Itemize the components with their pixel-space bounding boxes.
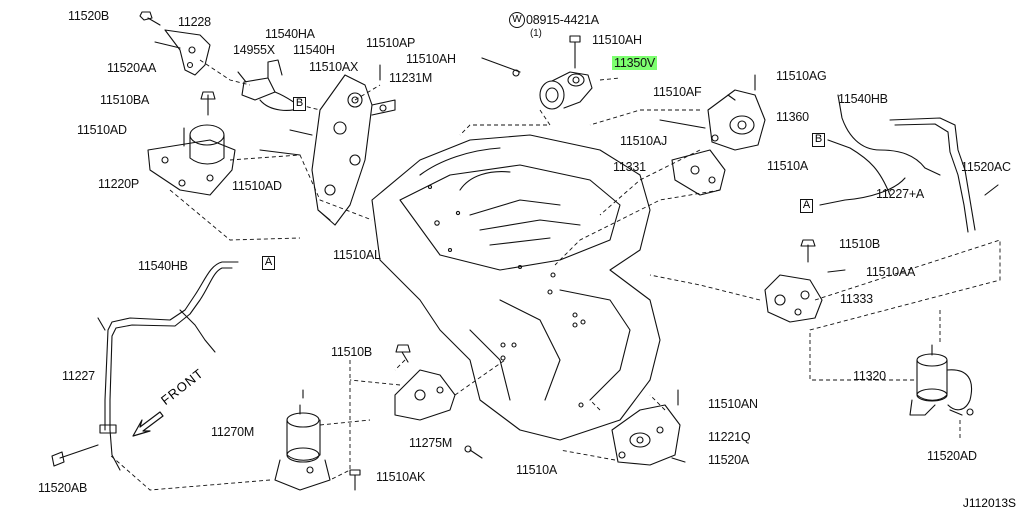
label-11221q: 11221Q — [708, 430, 751, 444]
label-11227-plus-a: 11227+A — [876, 187, 925, 201]
label-11510ag: 11510AG — [776, 69, 827, 83]
ref-box-a-right: A — [800, 199, 813, 213]
diagram-code: J112013S — [962, 496, 1016, 510]
ref-box-b-top: B — [293, 97, 306, 111]
label-11510an: 11510AN — [708, 397, 758, 411]
label-11520ab: 11520AB — [38, 481, 88, 495]
label-11220p: 11220P — [98, 177, 139, 191]
label-11520a: 11520A — [708, 453, 749, 467]
label-11510al: 11510AL — [333, 248, 381, 262]
mount-11220p — [147, 139, 236, 196]
mount-11333 — [764, 274, 823, 323]
label-11227: 11227 — [62, 369, 95, 383]
bracket-11360 — [707, 89, 766, 151]
label-11510a-center: 11510A — [516, 463, 557, 477]
label-11510aj: 11510AJ — [620, 134, 668, 148]
hose-11540hb-right — [837, 94, 941, 176]
ref-box-a-left: A — [262, 256, 275, 270]
label-11510ba: 11510BA — [100, 93, 150, 107]
label-11270m: 11270M — [211, 425, 255, 439]
label-11333: 11333 — [840, 292, 873, 306]
label-11510b-right: 11510B — [839, 237, 880, 251]
label-11510a-right: 11510A — [767, 159, 808, 173]
label-11320: 11320 — [853, 369, 886, 383]
label-14955x: 14955X — [233, 43, 275, 57]
label-11510ah-right: 11510AH — [592, 33, 642, 47]
label-11520ac: 11520AC — [961, 160, 1011, 174]
label-11510ak: 11510AK — [376, 470, 426, 484]
label-11540h: 11540H — [293, 43, 335, 57]
label-11228: 11228 — [178, 15, 211, 29]
label-11331: 11331 — [613, 160, 646, 174]
bracket-11231m — [311, 74, 373, 226]
label-11510aa: 11510AA — [866, 265, 916, 279]
sensor-14955x — [241, 77, 276, 101]
label-11360: 11360 — [776, 110, 809, 124]
bracket-11221q — [611, 404, 681, 466]
hose-11227-left — [104, 261, 239, 431]
mount-11320 — [909, 344, 974, 416]
label-11520b: 11520B — [68, 9, 109, 23]
torque-rod-11350v — [539, 71, 593, 110]
engine-block — [371, 134, 661, 441]
label-11510ax: 11510AX — [309, 60, 359, 74]
bracket-11228 — [164, 29, 211, 76]
mount-11270m — [274, 389, 331, 491]
label-11540hb-right: 11540HB — [838, 92, 888, 106]
label-08915-4421a: 08915-4421A — [526, 13, 599, 27]
label-08915-qty: (1) — [530, 28, 542, 39]
front-arrow — [132, 411, 164, 437]
label-11540hb-left: 11540HB — [138, 259, 188, 273]
label-11231m: 11231M — [389, 71, 433, 85]
ref-box-b-right: B — [812, 133, 825, 147]
label-11520ad: 11520AD — [927, 449, 977, 463]
label-11520aa-left: 11520AA — [107, 61, 157, 75]
label-11510ad-left: 11510AD — [77, 123, 127, 137]
label-11350v-highlighted[interactable]: 11350V — [612, 56, 657, 70]
label-11510b-center: 11510B — [331, 345, 372, 359]
label-11275m: 11275M — [409, 436, 453, 450]
label-11510ad-center: 11510AD — [232, 179, 282, 193]
washer-icon: W — [509, 12, 525, 28]
label-11510af: 11510AF — [653, 85, 702, 99]
label-11510ap: 11510AP — [366, 36, 416, 50]
bracket-11275m — [394, 369, 456, 421]
label-11510ah-left: 11510AH — [406, 52, 456, 66]
label-11540ha: 11540HA — [265, 27, 315, 41]
